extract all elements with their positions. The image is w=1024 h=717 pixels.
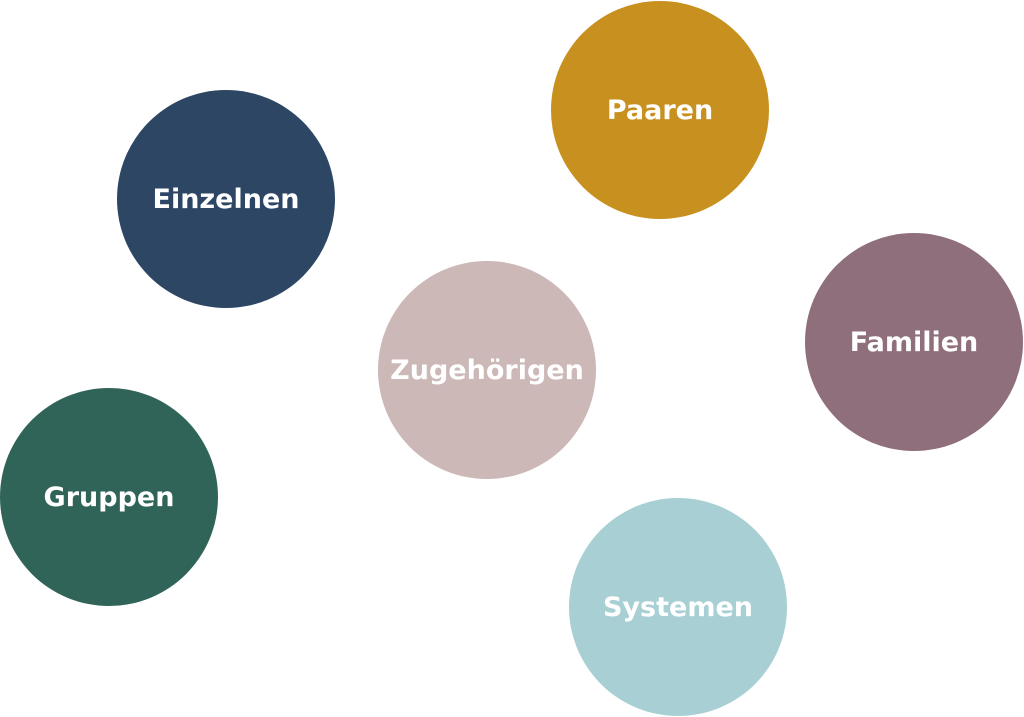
circle-einzelnen: Einzelnen	[117, 90, 335, 308]
circle-paaren: Paaren	[551, 1, 769, 219]
circle-zugehoerigen: Zugehörigen	[378, 261, 596, 479]
circle-familien: Familien	[805, 233, 1023, 451]
circle-label: Gruppen	[43, 481, 175, 513]
circle-label: Einzelnen	[152, 183, 300, 215]
circle-label: Paaren	[606, 94, 714, 126]
circle-label: Zugehörigen	[390, 354, 584, 386]
circle-systemen: Systemen	[569, 498, 787, 716]
circle-label: Familien	[849, 326, 979, 358]
circle-label: Systemen	[602, 591, 753, 623]
circle-gruppen: Gruppen	[0, 388, 218, 606]
